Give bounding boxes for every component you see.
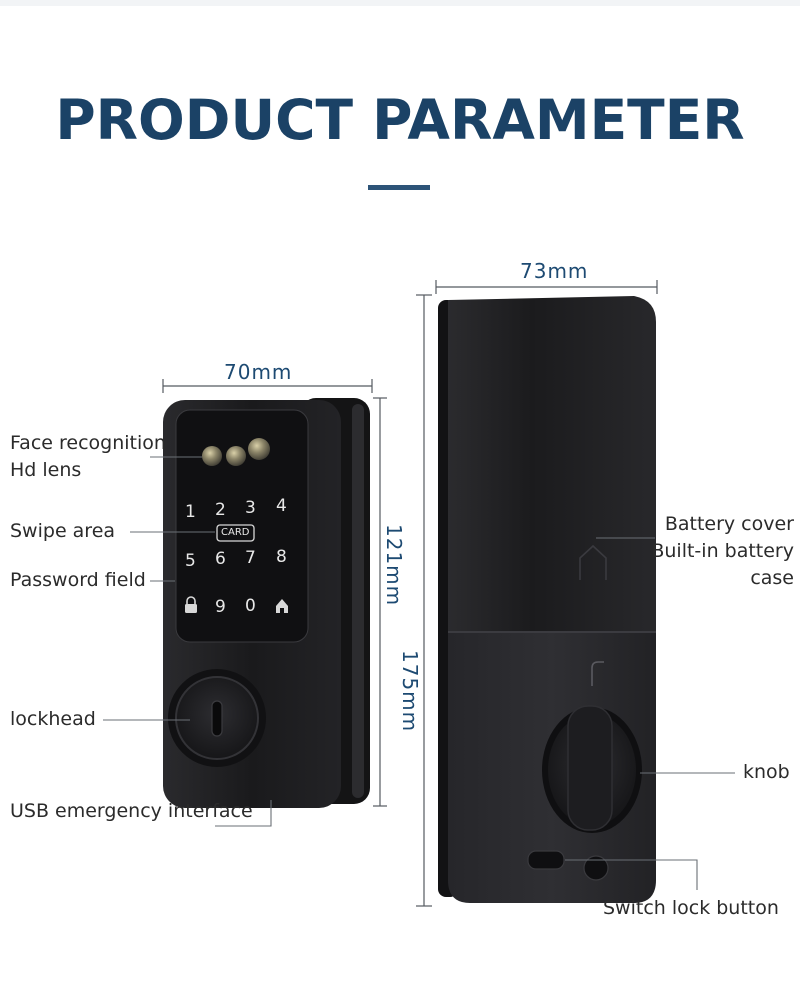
usb-label: USB emergency interface <box>10 800 253 822</box>
camera-lens-icon <box>202 446 222 466</box>
face-recognition-label: Face recognition Hd lens <box>10 430 166 484</box>
password-field-label: Password field <box>10 569 146 591</box>
card-box <box>216 524 255 542</box>
title-underline <box>368 185 430 190</box>
keyhole <box>211 700 223 737</box>
switch-lock-button <box>527 850 565 870</box>
camera-lens-icon <box>248 438 270 460</box>
lock-icon <box>185 596 197 613</box>
front-lock <box>163 398 370 808</box>
keypad-panel <box>176 410 308 642</box>
reset-button <box>583 855 609 881</box>
arrow-up-icon <box>579 544 607 580</box>
unlock-arrow-icon <box>591 661 604 686</box>
knob-label: knob <box>743 761 790 783</box>
camera-lens-icon <box>226 446 246 466</box>
top-band <box>0 0 800 6</box>
battery-label-line2: Built-in battery <box>651 540 794 562</box>
back-width-dimension: 73mm <box>520 259 589 283</box>
back-lock <box>438 296 656 903</box>
dimension-lines <box>162 280 658 907</box>
battery-label-line3: case <box>750 567 794 589</box>
home-icon <box>276 599 288 613</box>
back-height-dimension: 175mm <box>398 650 422 733</box>
face-recognition-label-line2: Hd lens <box>10 459 82 481</box>
front-height-dimension: 121mm <box>382 524 406 607</box>
battery-cover <box>448 296 656 632</box>
battery-label: Battery cover Built-in battery case <box>651 511 794 592</box>
leader-lines <box>103 456 735 890</box>
swipe-area-label: Swipe area <box>10 520 116 542</box>
page-title: PRODUCT PARAMETER <box>55 88 745 152</box>
front-width-dimension: 70mm <box>224 360 293 384</box>
battery-label-line1: Battery cover <box>664 513 794 535</box>
lockhead-label: lockhead <box>10 708 96 730</box>
switch-lock-label: Switch lock button <box>603 897 779 919</box>
face-recognition-label-line1: Face recognition <box>10 432 166 454</box>
